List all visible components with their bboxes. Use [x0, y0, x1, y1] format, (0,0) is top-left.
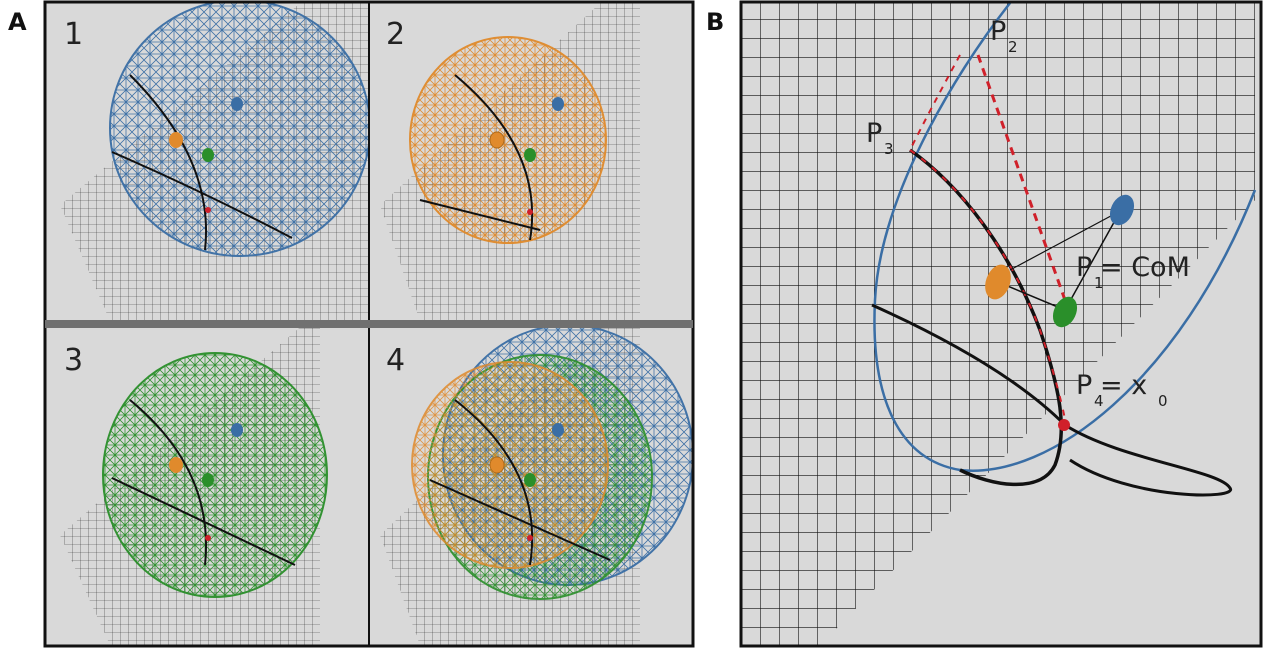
panel-b-letter: B [706, 8, 724, 36]
subpanel-2-red-point [527, 209, 533, 215]
subpanel-4 [370, 327, 692, 645]
panel-a-letter: A [8, 8, 27, 36]
panel-b [742, 3, 1260, 645]
panel-b-green-point [1052, 296, 1078, 328]
label-p4-suffix-sub: 0 [1158, 392, 1168, 410]
subpanel-2 [370, 3, 692, 321]
label-p2-sub: 2 [1008, 38, 1018, 56]
label-p1-main: P [1076, 252, 1092, 283]
subpanel-3-orange-point [169, 457, 183, 473]
subpanel-2-number: 2 [386, 17, 405, 52]
panel-b-red-dashed-arc-top [909, 54, 961, 151]
subpanel-2-orange-point [489, 131, 505, 149]
label-p1: P 1 = CoM [1076, 252, 1190, 292]
panel-b-blue-intersection-curve [873, 3, 1257, 472]
subpanel-4-green-point [524, 473, 536, 487]
label-p3: P 3 [866, 118, 894, 158]
panel-b-black-ellipse-curve [871, 303, 1232, 497]
label-p4-sub: 4 [1094, 392, 1104, 410]
panel-b-frame [739, 0, 1263, 648]
label-p4: P 4 = x 0 [1076, 370, 1168, 410]
panel-b-line-orange-to-green [997, 281, 1066, 311]
subpanel-2-blue-point [552, 97, 564, 111]
subpanel-3-circle-arc-2 [111, 477, 296, 566]
label-p1-suffix: = CoM [1100, 252, 1190, 283]
subpanel-1-circle-arc-1 [129, 74, 207, 251]
subpanel-3-number: 3 [64, 343, 83, 378]
subpanel-1-number: 1 [64, 17, 83, 52]
subpanel-3-green-point [202, 473, 214, 487]
panel-b-black-arc [908, 148, 1064, 487]
subpanel-3 [46, 327, 368, 645]
subpanel-1-green-point [202, 148, 214, 162]
panel-b-red-point-x0 [1058, 419, 1070, 431]
panel-b-red-dashed-projection [976, 54, 1067, 301]
panel-b-grid-plane [742, 3, 1255, 645]
panel-b-orange-point [985, 264, 1011, 300]
label-p2: P 2 [990, 16, 1018, 56]
subpanel-1 [46, 3, 368, 321]
subpanel-1-orange-point [169, 132, 183, 148]
subpanel-4-circle-arc-1 [454, 399, 534, 566]
subpanel-1-blue-sphere [109, 3, 368, 257]
panel-b-blue-point [1109, 194, 1135, 226]
subpanel-1-blue-point [231, 97, 243, 111]
label-p4-main: P [1076, 370, 1092, 401]
label-p3-sub: 3 [884, 140, 894, 158]
panel-b-line-orange-to-blue [1009, 209, 1123, 271]
panel-a-horizontal-divider [45, 320, 693, 328]
label-p1-sub: 1 [1094, 274, 1104, 292]
subpanel-2-orange-sphere [409, 36, 607, 244]
label-p4-suffix: = x [1100, 370, 1147, 401]
subpanel-2-circle-arc-1 [454, 74, 534, 241]
subpanel-2-circle-arc-2 [419, 199, 541, 231]
subpanel-4-orange-sphere [411, 361, 609, 569]
panel-b-line-blue-to-green [1064, 207, 1123, 311]
panel-b-red-dashed-arc [909, 149, 1067, 427]
label-p3-main: P [866, 118, 882, 149]
subpanel-4-circle-arc-2 [429, 479, 611, 561]
subpanel-1-red-point [205, 207, 211, 213]
subpanel-3-blue-point [231, 423, 243, 437]
label-p2-main: P [990, 16, 1006, 47]
subpanel-4-red-point [527, 535, 533, 541]
subpanel-4-number: 4 [386, 343, 405, 378]
subpanel-4-orange-point [489, 456, 505, 474]
subpanel-3-circle-arc-1 [129, 399, 207, 566]
subpanel-3-green-sphere [102, 352, 328, 598]
subpanel-4-blue-point [552, 423, 564, 437]
subpanel-2-green-point [524, 148, 536, 162]
subpanel-1-circle-arc-2 [111, 151, 293, 239]
subpanel-3-red-point [205, 535, 211, 541]
